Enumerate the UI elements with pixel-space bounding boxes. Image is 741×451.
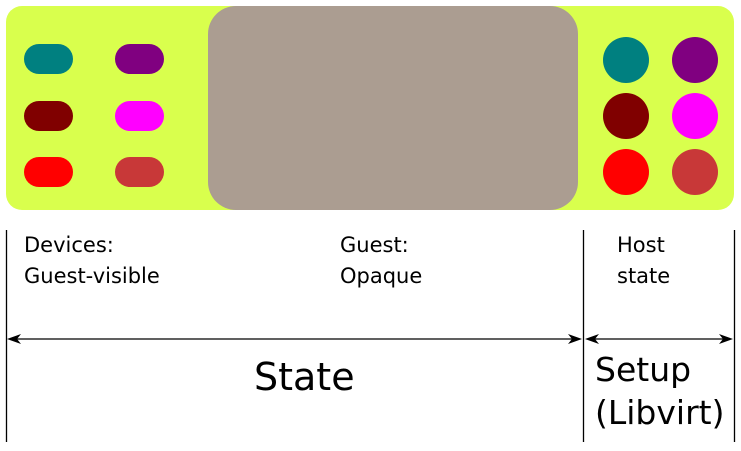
brick-red-pill-icon — [115, 157, 164, 187]
red-pill-icon — [24, 157, 73, 187]
setup-label-line1: Setup — [595, 350, 692, 389]
setup-arrow-left-head-icon — [585, 334, 599, 344]
maroon-pill-icon — [24, 101, 73, 131]
guest-label-line1: Guest: — [340, 233, 409, 257]
teal-circle-icon — [603, 37, 649, 83]
devices-label-line2: Guest-visible — [24, 264, 160, 288]
setup-extent-arrow — [585, 334, 733, 344]
guest-label-line2: Opaque — [340, 264, 423, 288]
red-circle-icon — [603, 149, 649, 195]
host-label-line2: state — [617, 264, 671, 288]
state-label: State — [254, 355, 355, 399]
maroon-circle-icon — [603, 93, 649, 139]
host-label-line1: Host — [617, 233, 665, 257]
setup-arrow-right-head-icon — [719, 334, 733, 344]
devices-label-line1: Devices: — [24, 233, 114, 257]
brick-red-circle-icon — [672, 149, 718, 195]
host-circles-group — [603, 37, 718, 195]
state-extent-arrow — [7, 334, 582, 344]
purple-pill-icon — [115, 44, 164, 74]
teal-pill-icon — [24, 44, 73, 74]
purple-circle-icon — [672, 37, 718, 83]
magenta-circle-icon — [672, 93, 718, 139]
device-pills-group — [24, 44, 164, 187]
magenta-pill-icon — [115, 101, 164, 131]
setup-label-line2: (Libvirt) — [595, 393, 725, 432]
guest-memory-block — [208, 6, 578, 210]
state-arrow-right-head-icon — [568, 334, 582, 344]
state-arrow-left-head-icon — [7, 334, 21, 344]
